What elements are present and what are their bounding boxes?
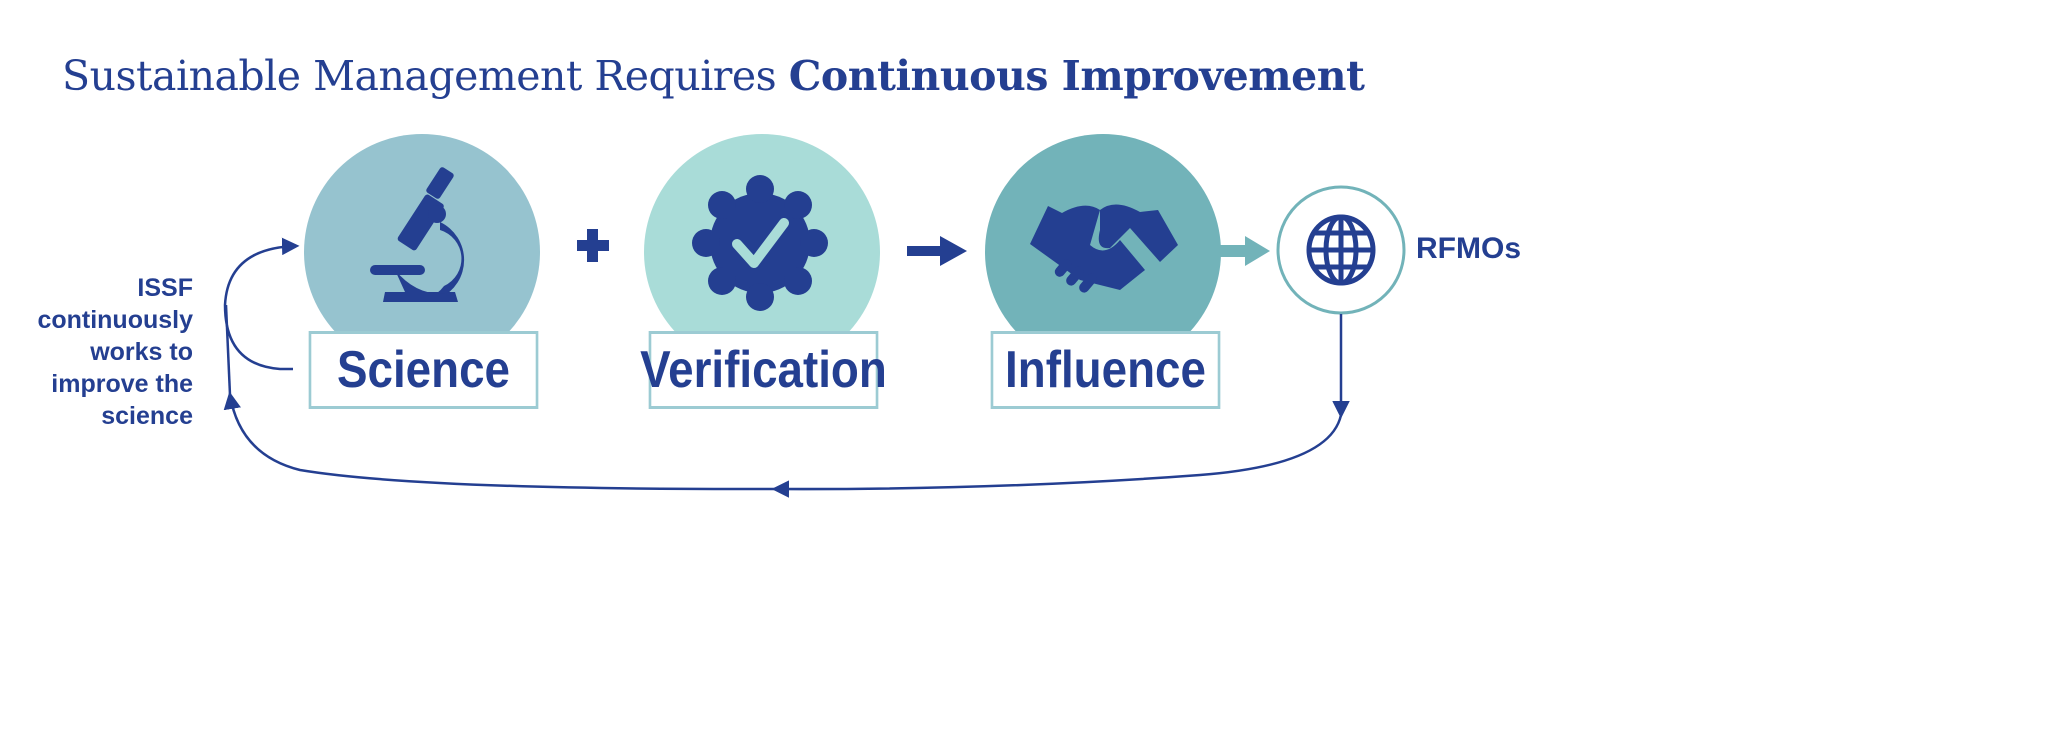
handshake-icon <box>1030 204 1178 293</box>
microscope-icon <box>370 167 465 302</box>
loop-note-line: continuously <box>37 306 193 334</box>
rfmo-label: RFMOs <box>1416 232 1521 265</box>
loop-note-line: science <box>101 402 193 430</box>
page-title: Sustainable Management Requires Continuo… <box>62 52 1365 100</box>
step-label: Influence <box>1005 341 1206 399</box>
inner-loop-arrow <box>223 237 300 371</box>
science-circle <box>304 134 540 370</box>
loop-note: ISSF continuously works to improve the s… <box>37 272 193 432</box>
globe-icon <box>1306 214 1376 286</box>
loop-note-line: works to <box>90 338 193 366</box>
verified-badge-icon <box>692 175 828 311</box>
title-regular: Sustainable Management Requires <box>62 52 789 100</box>
loop-note-line: ISSF <box>137 274 193 302</box>
outer-loop-up <box>223 391 776 491</box>
plus-icon <box>577 229 609 262</box>
step-box-influence: Influence <box>990 331 1221 409</box>
teal-arrow-icon <box>1220 236 1270 266</box>
loop-note-line: improve the <box>51 370 193 398</box>
title-bold: Continuous Improvement <box>788 52 1365 100</box>
outer-loop-return <box>771 414 1343 498</box>
step-box-science: Science <box>308 331 539 409</box>
step-label: Science <box>336 341 510 399</box>
arrow-icon <box>907 236 967 266</box>
step-box-verification: Verification <box>640 331 887 409</box>
step-label: Verification <box>640 341 887 399</box>
